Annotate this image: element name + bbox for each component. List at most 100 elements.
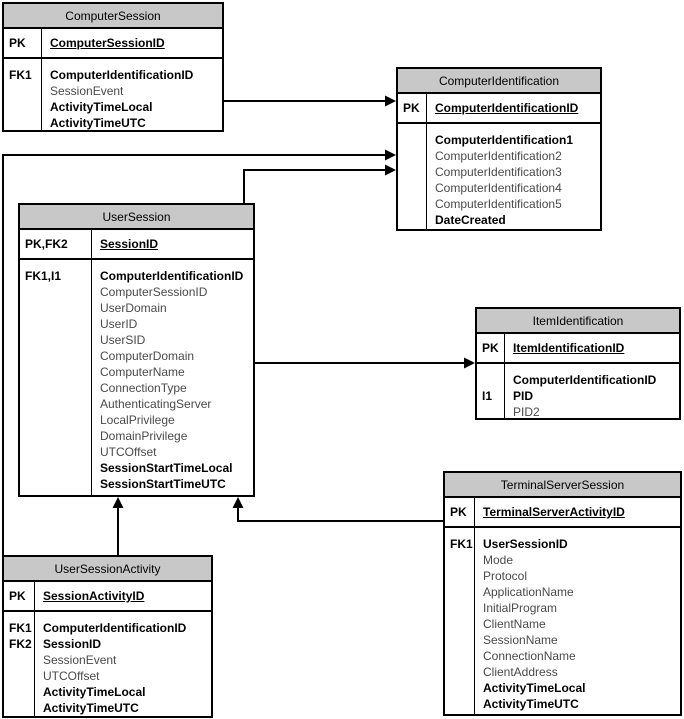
attribute-name: LocalPrivilege [100, 413, 175, 427]
fk-key-label [450, 632, 474, 648]
pk-field-name: SessionID [100, 237, 159, 251]
fk-key-label [450, 648, 474, 664]
attributes-section: FK1,I1 ComputerIdentificationID Computer… [20, 260, 253, 495]
attribute-name: Protocol [483, 569, 528, 583]
fk-key-label: I1 [482, 389, 493, 403]
attribute-name: ComputerIdentificationID [50, 68, 194, 82]
fk-key-label [25, 396, 91, 412]
attributes-section: FK1 ComputerIdentificationID SessionEven… [4, 59, 222, 131]
attribute-name: ActivityTimeLocal [483, 681, 586, 695]
attribute-name: DomainPrivilege [100, 429, 188, 443]
connector-usersessionactivity-usersession [112, 497, 124, 555]
fk-key-label [450, 552, 474, 568]
entity-table-computeridentification[interactable]: ComputerIdentification PK ComputerIdenti… [396, 67, 602, 231]
fk-key-label [25, 284, 91, 300]
fk-key-label [9, 700, 34, 716]
pk-field-name: ItemIdentificationID [513, 341, 625, 355]
fk-key-label [482, 372, 504, 388]
attribute-name: UserDomain [100, 301, 167, 315]
fk-key-label [450, 600, 474, 616]
attributes-section: FK1 FK2 ComputerIdentificationID Session… [4, 612, 211, 716]
attribute-name: UTCOffset [43, 669, 100, 683]
attribute-name: ComputerIdentificationID [43, 621, 187, 635]
attribute-name: ComputerIdentification1 [435, 133, 574, 147]
attribute-name: ActivityTimeUTC [50, 116, 146, 130]
connector-usersession-itemidentification [255, 357, 475, 369]
attribute-name: ComputerIdentificationID [513, 373, 657, 387]
fk-key-label [450, 664, 474, 680]
fk-key-label [403, 148, 426, 164]
attribute-name: ComputerIdentification4 [435, 181, 562, 195]
pk-key-label: PK [477, 334, 505, 362]
attribute-name: ConnectionType [100, 381, 187, 395]
fk-key-label [25, 428, 91, 444]
pk-key-label: PK [4, 582, 35, 610]
fk-key-label: FK1 [9, 621, 32, 635]
fk-key-label [9, 83, 41, 99]
fk-key-label [403, 196, 426, 212]
attribute-name: SessionStartTimeUTC [100, 477, 226, 491]
fk-key-label [25, 364, 91, 380]
fk-key-label: FK2 [9, 637, 32, 651]
table-title: TerminalServerSession [445, 473, 680, 498]
attributes-section: I1 ComputerIdentificationID PID PID2 [477, 364, 679, 420]
fk-key-label [25, 444, 91, 460]
attribute-name: InitialProgram [483, 601, 558, 615]
attributes-section: ComputerIdentification1 ComputerIdentifi… [398, 124, 600, 229]
attribute-name: ActivityTimeUTC [43, 701, 139, 715]
connector-usersessionactivity-computeridentification [2, 149, 396, 555]
entity-table-itemidentification[interactable]: ItemIdentification PK ItemIdentification… [475, 307, 681, 420]
fk-key-label [482, 404, 504, 420]
fk-key-label [450, 568, 474, 584]
attribute-name: UserSessionID [483, 537, 568, 551]
fk-key-label [9, 115, 41, 131]
attribute-name: ClientName [483, 617, 546, 631]
attribute-name: SessionStartTimeLocal [100, 461, 233, 475]
fk-key-label [450, 584, 474, 600]
pk-key-label: PK [4, 29, 42, 57]
attribute-name: ApplicationName [483, 585, 574, 599]
attribute-name: PID2 [513, 405, 540, 419]
pk-row: PK ComputerIdentificationID [398, 94, 600, 124]
fk-key-label [403, 180, 426, 196]
attribute-name: ActivityTimeUTC [483, 697, 579, 711]
fk-key-label [9, 99, 41, 115]
attribute-name: ComputerIdentification2 [435, 149, 562, 163]
attribute-name: DateCreated [435, 213, 506, 227]
fk-key-label [9, 684, 34, 700]
fk-key-label [25, 300, 91, 316]
fk-key-label: FK1 [9, 68, 32, 82]
entity-table-computersession[interactable]: ComputerSession PK ComputerSessionID FK1… [2, 2, 224, 132]
fk-key-label [450, 616, 474, 632]
fk-key-label [25, 412, 91, 428]
pk-row: PK SessionActivityID [4, 582, 211, 612]
table-title: ComputerSession [4, 4, 222, 29]
attribute-name: ComputerName [100, 365, 185, 379]
attribute-name: ComputerIdentification3 [435, 165, 562, 179]
attribute-name: ComputerDomain [100, 349, 195, 363]
attribute-name: SessionName [483, 633, 558, 647]
attribute-name: ActivityTimeLocal [50, 100, 153, 114]
connector-usersession-computeridentification [243, 164, 396, 203]
table-title: ItemIdentification [477, 309, 679, 334]
fk-key-label: FK1,I1 [25, 269, 62, 283]
fk-key-label [403, 132, 426, 148]
pk-field-name: SessionActivityID [43, 589, 145, 603]
pk-row: PK ComputerSessionID [4, 29, 222, 59]
fk-key-label [25, 476, 91, 492]
attribute-name: ActivityTimeLocal [43, 685, 146, 699]
entity-table-terminalserversession[interactable]: TerminalServerSession PK TerminalServerA… [443, 471, 682, 716]
pk-row: PK ItemIdentificationID [477, 334, 679, 364]
fk-key-label [25, 348, 91, 364]
connector-computersession-computeridentification [224, 95, 396, 107]
attribute-name: ComputerIdentification5 [435, 197, 562, 211]
attribute-name: ConnectionName [483, 649, 576, 663]
attribute-name: Mode [483, 553, 514, 567]
table-title: UserSessionActivity [4, 557, 211, 582]
entity-table-usersessionactivity[interactable]: UserSessionActivity PK SessionActivityID… [2, 555, 213, 718]
fk-key-label [25, 316, 91, 332]
entity-table-usersession[interactable]: UserSession PK,FK2 SessionID FK1,I1 [18, 203, 255, 497]
table-title: UserSession [20, 205, 253, 230]
fk-key-label [450, 696, 474, 712]
